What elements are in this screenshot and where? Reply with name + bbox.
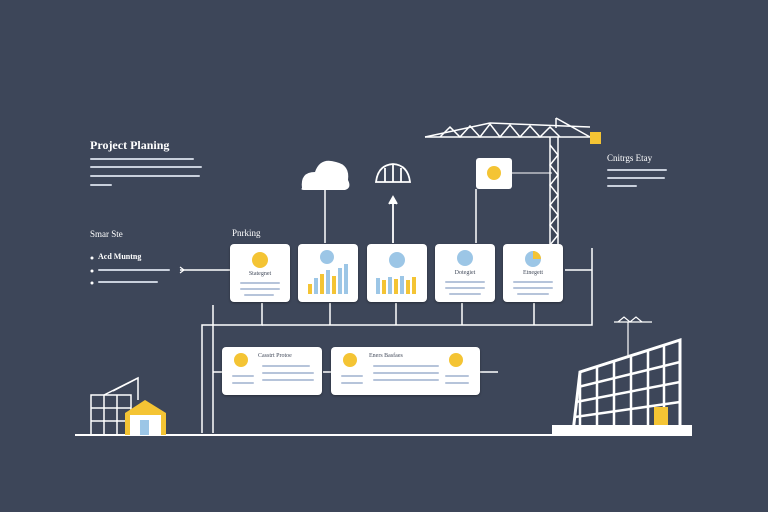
card-label: Dotegiet: [454, 270, 476, 276]
card-label: Stategnet: [248, 271, 272, 277]
card-2[interactable]: [298, 244, 358, 302]
card-label: Casstrt Protoe: [258, 353, 292, 359]
coin-icon: [234, 353, 248, 367]
card-4[interactable]: Dotegiet: [435, 244, 495, 302]
right-panel-title: Cnitrgs Etay: [607, 153, 653, 163]
card-5[interactable]: Etnegett: [503, 244, 563, 302]
house-icon: [90, 376, 166, 436]
building-icon: [552, 316, 692, 435]
coin-icon: [457, 250, 473, 266]
pie-icon: [525, 251, 541, 267]
chart-icon: [320, 250, 334, 264]
helmet-icon: [374, 163, 412, 243]
crane-counterweight: [590, 132, 601, 144]
cloud-icon: [301, 160, 350, 243]
bottom-card-1[interactable]: Casstrt Protoe: [222, 347, 322, 395]
gear-icon: [487, 166, 501, 180]
center-heading: Pnrking: [232, 228, 261, 238]
card-3[interactable]: [367, 244, 427, 302]
card-1[interactable]: Stategnet: [230, 244, 290, 302]
bar-chart-icon: [376, 276, 416, 294]
crane-icon: [424, 117, 591, 246]
coin-icon: [343, 353, 357, 367]
bottom-card-2[interactable]: Eners Basfaes: [331, 347, 480, 395]
card-label: Etnegett: [523, 270, 543, 276]
coin-icon: [252, 252, 268, 268]
coin-icon: [449, 353, 463, 367]
bullet-item: Acd Muntng: [98, 252, 142, 261]
chart-icon: [389, 252, 405, 268]
bullet-item-line: [98, 269, 170, 271]
bullet-item-line: [98, 281, 158, 283]
section-subheading: Smar Ste: [90, 229, 123, 239]
page-title: Project Planing: [90, 138, 170, 152]
bar-chart-icon: [308, 264, 348, 294]
connector-lines: [180, 248, 593, 433]
card-label: Eners Basfaes: [369, 353, 403, 359]
